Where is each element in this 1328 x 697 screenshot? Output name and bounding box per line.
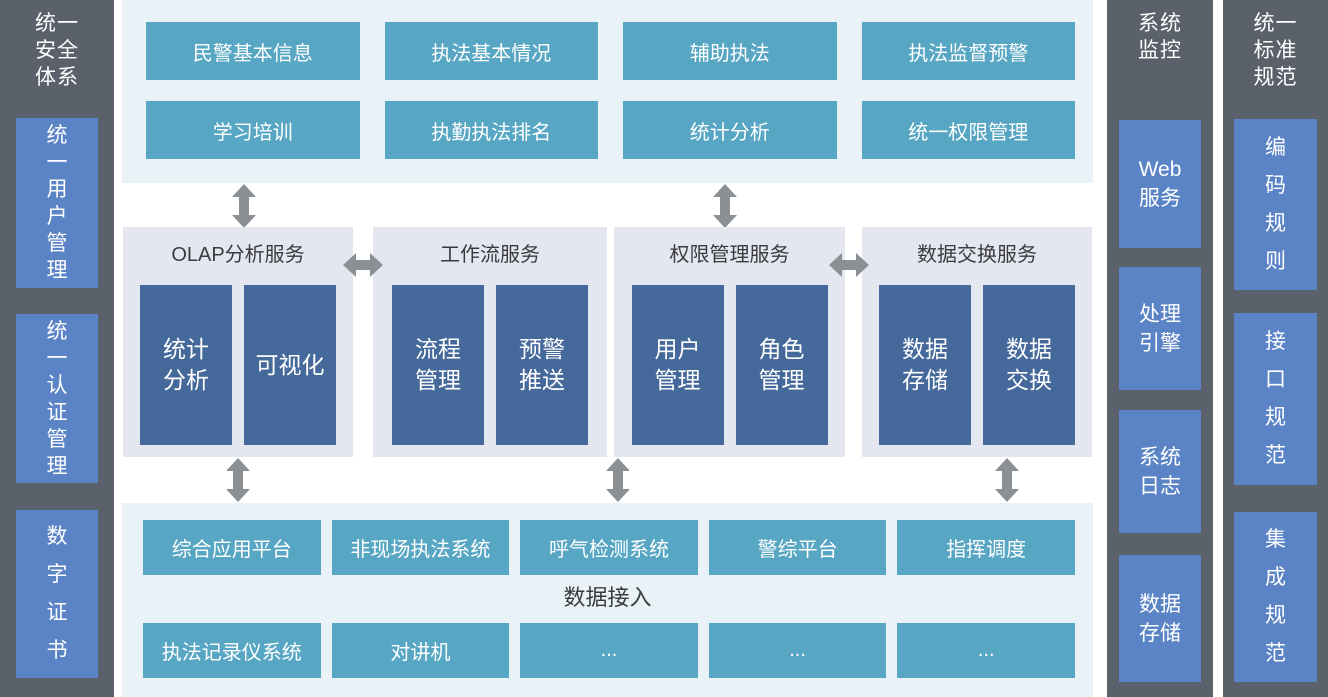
command-dispatch-box: 指挥调度 xyxy=(897,520,1075,575)
integration-spec-box: 集 成 规 范 xyxy=(1234,512,1317,682)
learning-training-box: 学习培训 xyxy=(146,101,360,159)
double-arrow-vertical-olap-access xyxy=(226,458,250,502)
standard-spec-title: 统一 标准 规范 xyxy=(1253,12,1298,89)
data-access-label: 数据接入 xyxy=(563,585,652,610)
application-button-grid: 民警基本信息 执法基本情况 辅助执法 执法监督预警 学习培训 执勤执法排名 统计… xyxy=(146,22,1075,159)
stats-analysis-box: 统计 分析 xyxy=(140,285,232,445)
interface-spec-box: 接 口 规 范 xyxy=(1234,313,1317,485)
olap-service-boxes: 统计 分析 可视化 xyxy=(123,285,353,445)
permission-service-panel: 权限管理服务 用户 管理 角色 管理 xyxy=(614,227,845,457)
ellipsis-box-3: ... xyxy=(897,623,1075,678)
visualization-box: 可视化 xyxy=(244,285,336,445)
offsite-enforcement-system-box: 非现场执法系统 xyxy=(331,520,510,575)
double-arrow-vertical-app-permission xyxy=(713,184,737,228)
permission-service-boxes: 用户 管理 角色 管理 xyxy=(614,285,845,445)
assisted-enforcement-box: 辅助执法 xyxy=(623,22,837,80)
user-management-box: 用户 管理 xyxy=(631,285,724,445)
process-management-box: 流程 管理 xyxy=(392,285,484,445)
workflow-service-title: 工作流服务 xyxy=(440,244,540,266)
double-arrow-vertical-app-olap xyxy=(232,184,256,228)
ellipsis-box-1: ... xyxy=(520,623,698,678)
data-exchange-box: 数据 交换 xyxy=(983,285,1075,445)
unified-permission-management-box: 统一权限管理 xyxy=(861,101,1075,159)
digital-certificate-box: 数 字 证 书 xyxy=(16,510,98,678)
olap-service-title: OLAP分析服务 xyxy=(171,244,305,266)
data-exchange-service-boxes: 数据 存储 数据 交换 xyxy=(862,285,1092,445)
data-storage-box: 数据 存储 xyxy=(879,285,971,445)
coding-rules-box: 编 码 规 则 xyxy=(1234,119,1317,290)
police-integrated-platform-box: 警综平台 xyxy=(708,520,887,575)
processing-engine-box: 处理 引擎 xyxy=(1119,267,1201,390)
data-exchange-service-title: 数据交换服务 xyxy=(917,244,1037,266)
warning-push-box: 预警 推送 xyxy=(496,285,588,445)
security-system-column: 统一 安全 体系 统 一 用 户 管 理 统 一 认 证 管 理 数 字 证 书 xyxy=(0,0,114,697)
olap-service-panel: OLAP分析服务 统计 分析 可视化 xyxy=(123,227,353,457)
unified-auth-management-box: 统 一 认 证 管 理 xyxy=(16,314,98,483)
enforcement-supervision-warning-box: 执法监督预警 xyxy=(861,22,1075,80)
double-arrow-vertical-exchange-access xyxy=(995,458,1019,502)
intercom-box: 对讲机 xyxy=(331,623,510,678)
web-service-box: Web 服务 xyxy=(1119,120,1201,248)
enforcement-basic-status-box: 执法基本情况 xyxy=(384,22,598,80)
workflow-service-boxes: 流程 管理 预警 推送 xyxy=(373,285,607,445)
integrated-app-platform-box: 综合应用平台 xyxy=(143,520,321,575)
body-camera-system-box: 执法记录仪系统 xyxy=(143,623,321,678)
permission-service-title: 权限管理服务 xyxy=(669,244,790,266)
role-management-box: 角色 管理 xyxy=(735,285,828,445)
ellipsis-box-2: ... xyxy=(708,623,887,678)
access-source-row-1: 综合应用平台 非现场执法系统 呼气检测系统 警综平台 指挥调度 xyxy=(143,520,1075,575)
data-access-band: 综合应用平台 非现场执法系统 呼气检测系统 警综平台 指挥调度 数据接入 执法记… xyxy=(122,503,1093,697)
application-layer-band: 民警基本信息 执法基本情况 辅助执法 执法监督预警 学习培训 执勤执法排名 统计… xyxy=(122,0,1093,183)
breath-test-system-box: 呼气检测系统 xyxy=(520,520,698,575)
access-source-row-2: 执法记录仪系统 对讲机 ... ... ... xyxy=(143,623,1075,678)
workflow-service-panel: 工作流服务 流程 管理 预警 推送 xyxy=(373,227,607,457)
system-monitor-title: 系统 监控 xyxy=(1138,12,1182,62)
police-basic-info-box: 民警基本信息 xyxy=(146,22,360,80)
data-exchange-service-panel: 数据交换服务 数据 存储 数据 交换 xyxy=(862,227,1092,457)
system-monitor-column: 系统 监控 Web 服务 处理 引擎 系统 日志 数据 存储 xyxy=(1107,0,1213,697)
system-log-box: 系统 日志 xyxy=(1119,410,1201,533)
unified-user-management-box: 统 一 用 户 管 理 xyxy=(16,118,98,288)
double-arrow-vertical-middle-access xyxy=(606,458,630,502)
standard-spec-column: 统一 标准 规范 编 码 规 则 接 口 规 范 集 成 规 范 xyxy=(1223,0,1328,697)
monitor-data-storage-box: 数据 存储 xyxy=(1119,555,1201,682)
double-arrow-horizontal-olap-workflow xyxy=(343,249,383,281)
security-system-title: 统一 安全 体系 xyxy=(35,12,79,89)
diagram-main-area: 民警基本信息 执法基本情况 辅助执法 执法监督预警 学习培训 执勤执法排名 统计… xyxy=(122,0,1093,697)
duty-enforcement-ranking-box: 执勤执法排名 xyxy=(384,101,598,159)
statistics-analysis-box: 统计分析 xyxy=(623,101,837,159)
double-arrow-horizontal-permission-exchange xyxy=(829,249,869,281)
